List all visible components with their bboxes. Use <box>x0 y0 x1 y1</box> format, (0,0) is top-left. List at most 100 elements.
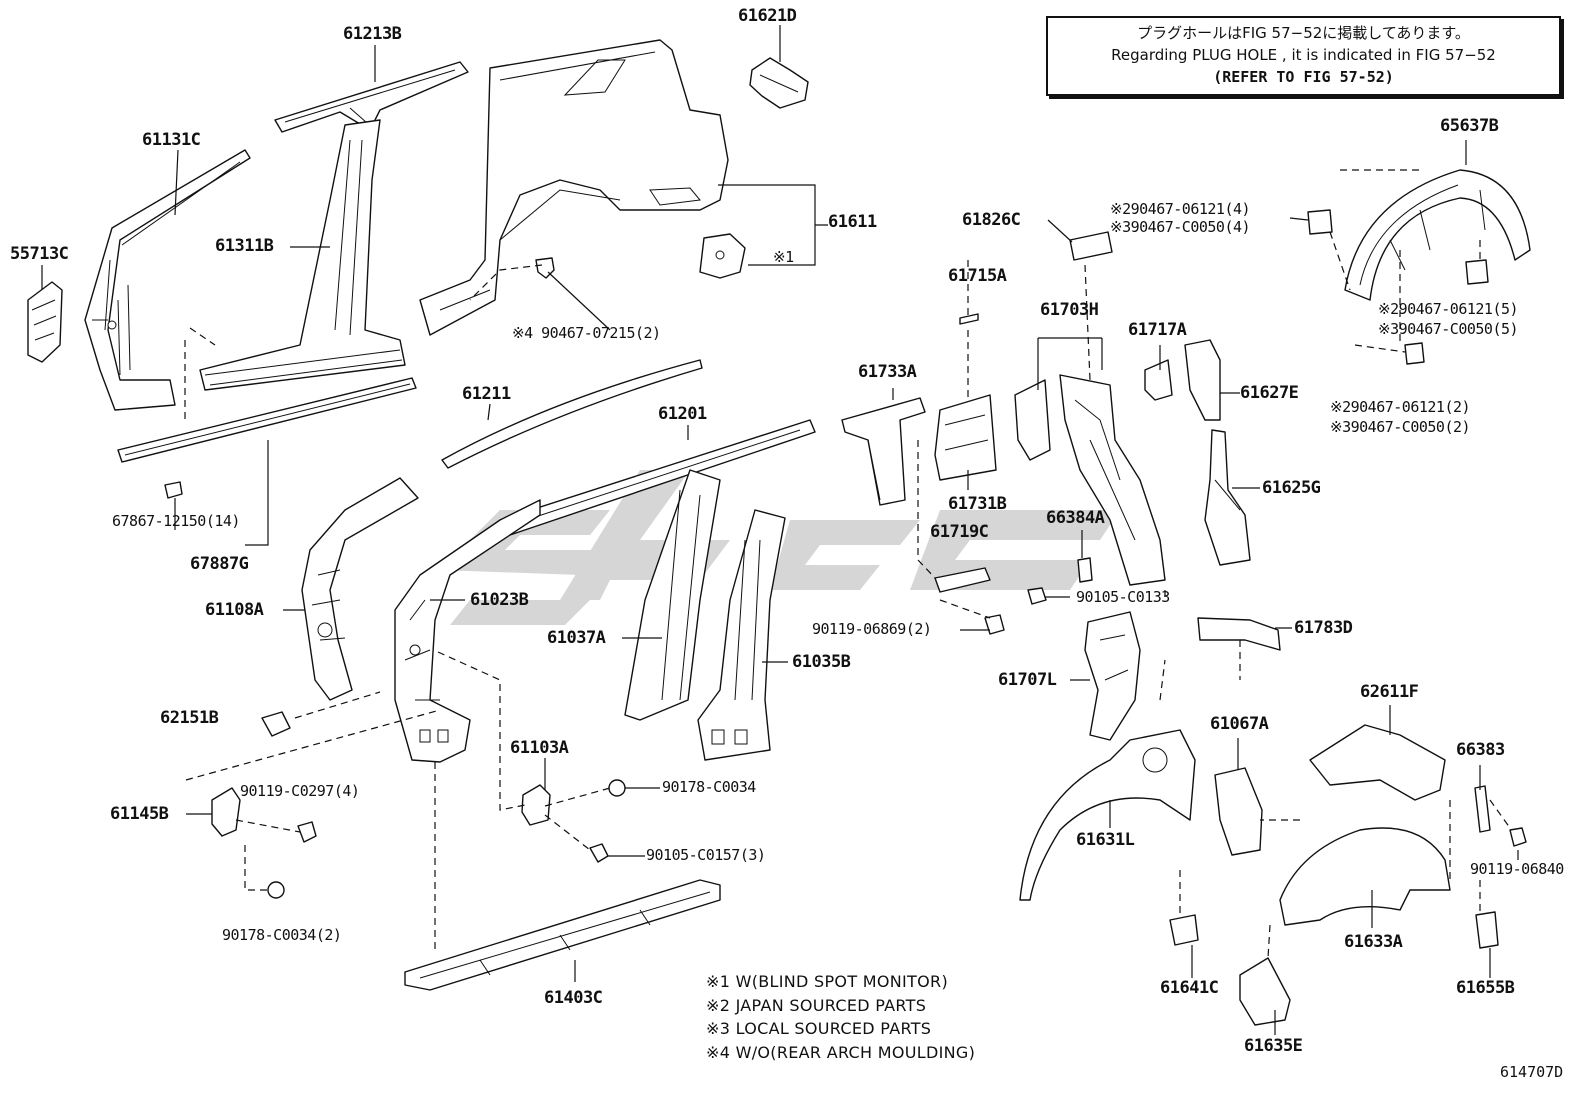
label-90119-06869[interactable]: 90119-06869(2) <box>812 620 932 638</box>
part-66383-drawing <box>1474 785 1491 833</box>
part-61211-drawing <box>441 359 703 469</box>
bolt-90119-06840-drawing <box>1509 827 1527 847</box>
label-61707L[interactable]: 61707L <box>998 670 1057 690</box>
part-61145B-drawing <box>211 787 241 837</box>
label-61403C[interactable]: 61403C <box>544 988 603 1008</box>
bolt-90119-06869-drawing <box>984 614 1005 635</box>
label-clip-a1[interactable]: ※290467-06121(4) <box>1110 200 1251 218</box>
label-clip-c1[interactable]: ※290467-06121(2) <box>1330 398 1471 416</box>
label-61023B[interactable]: 61023B <box>470 590 529 610</box>
part-61731B-drawing <box>934 394 997 481</box>
part-61023B-drawing <box>394 499 541 763</box>
label-clip-a2[interactable]: ※390467-C0050(4) <box>1110 218 1251 236</box>
legend-item-4: ※4 W/O(REAR ARCH MOULDING) <box>706 1042 976 1062</box>
dashed-guide-lines <box>184 169 1511 959</box>
label-clip-b2[interactable]: ※390467-C0050(5) <box>1378 320 1519 338</box>
label-55713C[interactable]: 55713C <box>10 244 69 264</box>
footnote-legend: ※1 W(BLIND SPOT MONITOR) ※2 JAPAN SOURCE… <box>706 970 975 1064</box>
legend-item-3: ※3 LOCAL SOURCED PARTS <box>706 1019 932 1038</box>
label-61641C[interactable]: 61641C <box>1160 978 1219 998</box>
clip-65637B-c-drawing <box>1404 342 1425 365</box>
leader-lines <box>41 25 1519 1035</box>
nut-90178-C0034-2-drawing <box>267 881 285 899</box>
label-90178-C0034[interactable]: 90178-C0034 <box>662 778 756 796</box>
part-61719C-drawing <box>934 567 991 593</box>
label-65637B[interactable]: 65637B <box>1440 116 1499 136</box>
label-61633A[interactable]: 61633A <box>1344 932 1403 952</box>
label-67887G[interactable]: 67887G <box>190 554 249 574</box>
part-62611F-drawing <box>1309 724 1446 801</box>
figure-id: 614707D <box>1500 1063 1564 1081</box>
part-61715A-drawing <box>959 313 979 325</box>
label-66383[interactable]: 66383 <box>1456 740 1505 760</box>
part-61625G-drawing <box>1204 429 1251 566</box>
label-61715A[interactable]: 61715A <box>948 266 1007 286</box>
part-61311B-drawing <box>199 119 406 391</box>
label-61211[interactable]: 61211 <box>462 384 511 404</box>
label-61131C[interactable]: 61131C <box>142 130 201 150</box>
part-61641C-drawing <box>1169 914 1199 946</box>
label-61719C[interactable]: 61719C <box>930 522 989 542</box>
part-61037A-drawing <box>624 469 721 721</box>
part-61035B-drawing <box>697 509 786 761</box>
label-61733A[interactable]: 61733A <box>858 362 917 382</box>
label-67867-12150[interactable]: 67867-12150(14) <box>112 512 240 530</box>
label-61035B[interactable]: 61035B <box>792 652 851 672</box>
label-66384A[interactable]: 66384A <box>1046 508 1105 528</box>
part-61131C-drawing <box>84 149 251 411</box>
part-61633A-drawing <box>1279 827 1451 926</box>
label-62611F[interactable]: 62611F <box>1360 682 1419 702</box>
part-61611-bracket-drawing <box>699 233 746 279</box>
label-90105-C0157[interactable]: 90105-C0157(3) <box>646 846 766 864</box>
clip-67867-drawing <box>164 481 183 499</box>
label-61717A[interactable]: 61717A <box>1128 320 1187 340</box>
part-61103A-drawing <box>521 784 551 826</box>
bolt-90119-C0297-drawing <box>297 821 317 843</box>
label-61631L[interactable]: 61631L <box>1076 830 1135 850</box>
part-61108A-drawing <box>301 477 419 701</box>
label-90119-C0297[interactable]: 90119-C0297(4) <box>240 782 360 800</box>
label-61201[interactable]: 61201 <box>658 404 707 424</box>
part-61635E-drawing <box>1239 957 1291 1026</box>
label-61108A[interactable]: 61108A <box>205 600 264 620</box>
part-61067A-drawing <box>1214 767 1263 856</box>
part-61733A-drawing <box>841 397 926 506</box>
label-clip-b1[interactable]: ※290467-06121(5) <box>1378 300 1519 318</box>
part-61403C-drawing <box>404 879 721 991</box>
label-61826C[interactable]: 61826C <box>962 210 1021 230</box>
label-61145B[interactable]: 61145B <box>110 804 169 824</box>
bolt-90105-C0157-drawing <box>589 843 609 863</box>
label-note1-marker: ※1 <box>773 248 794 266</box>
label-61635E[interactable]: 61635E <box>1244 1036 1303 1056</box>
label-90119-06840[interactable]: 90119-06840 <box>1470 860 1564 878</box>
part-61783D-drawing <box>1197 617 1281 651</box>
label-61621D[interactable]: 61621D <box>738 6 797 26</box>
part-67887G-drawing <box>117 377 417 463</box>
label-61783D[interactable]: 61783D <box>1294 618 1353 638</box>
label-61311B[interactable]: 61311B <box>215 236 274 256</box>
legend-item-2: ※2 JAPAN SOURCED PARTS <box>706 995 927 1015</box>
label-61103A[interactable]: 61103A <box>510 738 569 758</box>
part-61627E-drawing <box>1184 339 1221 421</box>
label-61731B[interactable]: 61731B <box>948 494 1007 514</box>
note-refer-text: (REFER TO FIG 57-52) <box>1213 68 1394 86</box>
label-61703H[interactable]: 61703H <box>1040 300 1099 320</box>
label-61213B[interactable]: 61213B <box>343 24 402 44</box>
label-62151B[interactable]: 62151B <box>160 708 219 728</box>
part-66384A-drawing <box>1077 557 1093 583</box>
label-61625G[interactable]: 61625G <box>1262 478 1321 498</box>
clip-65637B-b-drawing <box>1465 259 1489 285</box>
bolt-90105-C0133-drawing <box>1027 587 1047 605</box>
label-90467-07215[interactable]: ※4 90467-07215(2) <box>512 324 661 342</box>
label-61655B[interactable]: 61655B <box>1456 978 1515 998</box>
part-61826C-drawing <box>1069 231 1113 261</box>
part-61621D-drawing <box>749 57 809 109</box>
label-61037A[interactable]: 61037A <box>547 628 606 648</box>
label-61611[interactable]: 61611 <box>828 212 877 232</box>
label-90105-C0133[interactable]: 90105-C0133 <box>1076 588 1170 606</box>
label-90178-C0034-2[interactable]: 90178-C0034(2) <box>222 926 342 944</box>
label-clip-c2[interactable]: ※390467-C0050(2) <box>1330 418 1471 436</box>
label-61067A[interactable]: 61067A <box>1210 714 1269 734</box>
label-61627E[interactable]: 61627E <box>1240 383 1299 403</box>
